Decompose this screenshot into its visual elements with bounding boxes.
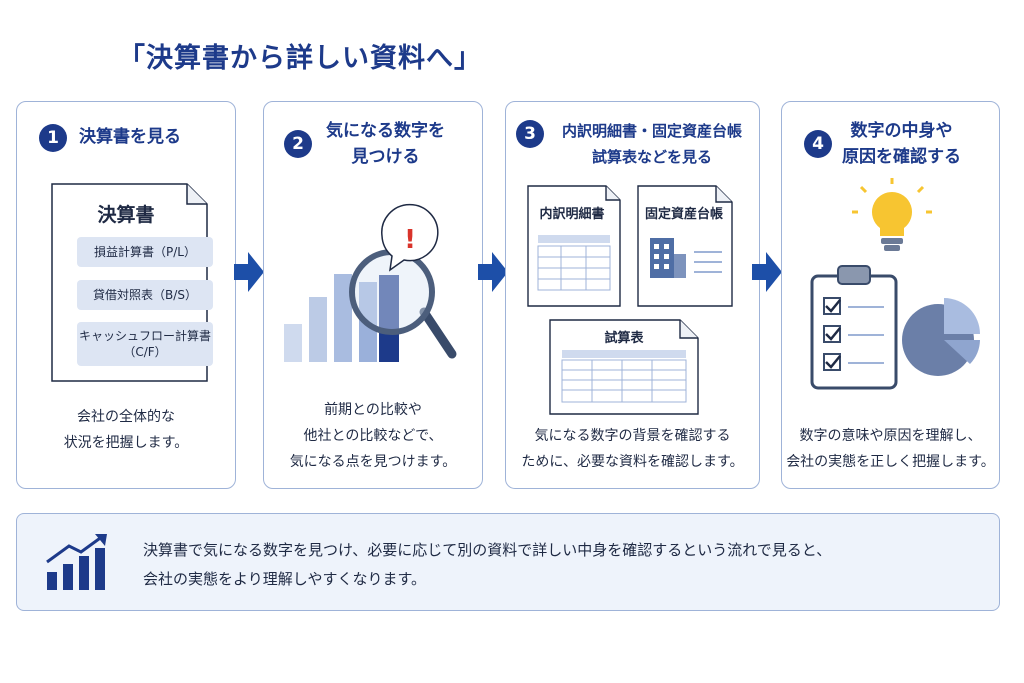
document-icon: 内訳明細書 固定資産台帳 試算表 [527,185,733,415]
step-title-2: 気になる数字を 見つける [326,121,445,167]
alert-mark: ! [404,225,416,255]
pie-chart-icon [902,298,980,376]
building-icon [650,238,686,278]
arrow-right-icon [478,252,508,292]
step-title-3: 内訳明細書・固定資産台帳 試算表などを見る [561,122,742,166]
step-card-3: 3 内訳明細書・固定資産台帳 試算表などを見る [505,101,760,489]
bs-item: 貸借対照表（B/S） [77,280,213,310]
doc-title: 決算書 [97,204,155,226]
step-desc-1: 会社の全体的な 状況を把握します。 [63,409,189,451]
step-desc-2: 前期との比較や 他社との比較などで、 気になる点を見つけます。 [289,402,457,470]
step-number-4: 4 [804,130,832,158]
step-card-2: 2 気になる数字を 見つける ! 前期との比較や 他社との比較などで、 気になる… [263,101,483,489]
step-header-2: 2 気になる数字を 見つける [264,118,482,170]
clipboard-checklist-icon [810,265,898,390]
cf-item: キャッシュフロー計算書 （C/F） [77,322,213,366]
trend-chart-icon [46,534,107,590]
step-desc-3: 気になる数字の背景を確認する ために、必要な資料を確認します。 [521,428,744,470]
summary-box: 決算書で気になる数字を見つけ、必要に応じて別の資料で詳しい中身を確認するという流… [16,513,1000,611]
step-desc-4: 数字の意味や原因を理解し、 会社の実態を正しく把握します。 [786,428,995,470]
bar-chart-icon: ! [284,203,457,362]
summary-text: 決算書で気になる数字を見つけ、必要に応じて別の資料で詳しい中身を確認するという流… [143,541,832,588]
step-number-3: 3 [516,120,544,148]
page-title: 「決算書から詳しい資料へ」 [118,43,482,74]
doc-label-fixed-assets: 固定資産台帳 [645,206,723,222]
arrow-right-icon [234,252,264,292]
magnifier-icon [419,307,457,359]
doc-label-trial-balance: 試算表 [604,330,644,346]
step-card-1: 1 決算書を見る 決算書 損益計算書（P/L） 貸借対照表（B/S） キャッシュ… [16,101,236,489]
step-card-4: 4 数字の中身や 原因を確認する 数字の意味や原因を理解し、 会社の実態 [781,101,1000,489]
step-title-1: 決算書を見る [79,127,181,147]
step-title-4: 数字の中身や 原因を確認する [842,121,961,167]
arrow-right-icon [752,252,782,292]
step-header-1: 1 決算書を見る [17,118,235,170]
pl-item: 損益計算書（P/L） [77,237,213,267]
doc-label-breakdown: 内訳明細書 [539,206,604,222]
step-number-1: 1 [39,124,67,152]
lightbulb-icon [852,178,932,251]
step-number-2: 2 [284,130,312,158]
step-header-3: 3 内訳明細書・固定資産台帳 試算表などを見る [506,118,759,170]
step-header-4: 4 数字の中身や 原因を確認する [782,118,999,170]
